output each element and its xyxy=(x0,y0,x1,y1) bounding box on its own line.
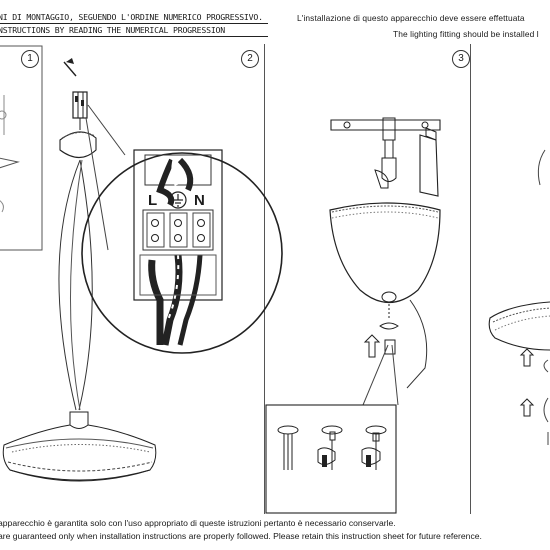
footer-english-note: are guaranteed only when installation in… xyxy=(0,531,482,541)
header-english-install-note: The lighting fitting should be installed… xyxy=(393,29,539,39)
step4-drawing xyxy=(488,149,550,445)
step-number-2: 2 xyxy=(241,50,259,68)
header-italian-instructions: NI DI MONTAGGIO, SEGUENDO L'ORDINE NUMER… xyxy=(0,12,263,22)
panel-divider-1 xyxy=(264,44,265,514)
earth-ground-icon xyxy=(169,191,187,209)
step3-drawing xyxy=(265,117,441,514)
step-number-3: 3 xyxy=(452,50,470,68)
panel-divider-2 xyxy=(470,44,471,514)
header-english-instructions: NSTRUCTIONS BY READING THE NUMERICAL PRO… xyxy=(0,25,226,35)
footer-italian-note: apparecchio è garantita solo con l'uso a… xyxy=(0,518,396,528)
live-terminal-label: L xyxy=(148,192,158,209)
step1-inset-drawing xyxy=(0,45,43,251)
step1-pendant-drawing xyxy=(2,61,157,482)
neutral-terminal-label: N xyxy=(194,192,205,209)
step-number-1: 1 xyxy=(21,50,39,68)
header-underline-1 xyxy=(0,23,268,24)
header-italian-install-note: L'installazione di questo apparecchio de… xyxy=(297,13,525,23)
step2-terminal-zoom xyxy=(81,149,283,354)
header-underline-2 xyxy=(0,36,268,37)
